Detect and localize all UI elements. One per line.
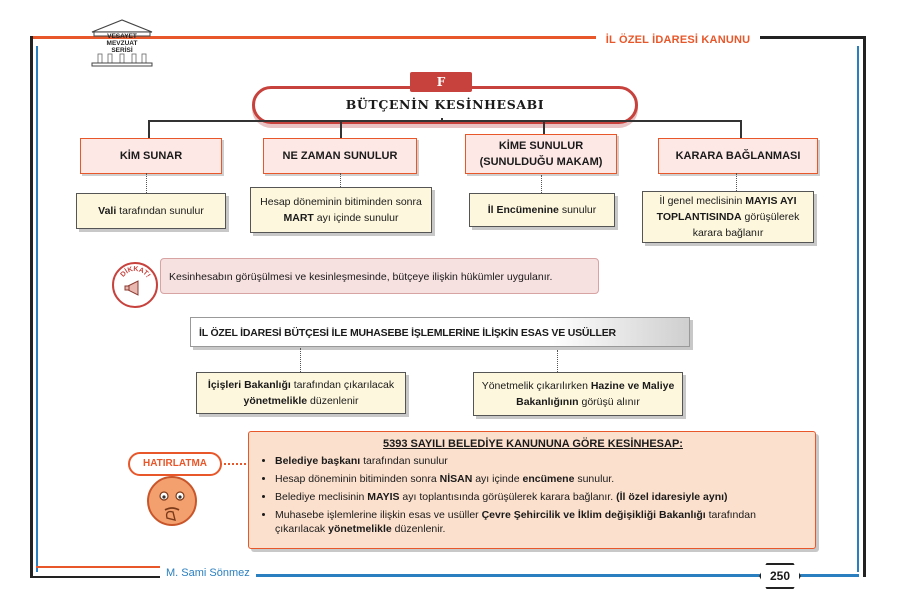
esas-left-detail: İçişleri Bakanlığı tarafından çıkarılaca…: [196, 372, 406, 414]
logo-line-1: VESAYET: [107, 33, 137, 40]
esas-right-detail: Yönetmelik çıkarılırken Hazine ve Maliye…: [473, 372, 683, 416]
frame-left-blue: [36, 46, 38, 572]
hatirlatma-item-part: sunulur.: [574, 473, 615, 485]
frame-top-dark: [760, 36, 866, 39]
hatirlatma-item-part: düzenlenir.: [391, 523, 446, 535]
detail-3-post: sunulur: [558, 204, 597, 216]
detail-1-bold: Vali: [98, 205, 117, 217]
detail-1-rest: tarafından sunulur: [116, 205, 204, 217]
esas-left-bold1: İçişleri Bakanlığı: [207, 379, 291, 391]
detail-ne-zaman: Hesap döneminin bitiminden sonra MART ay…: [250, 187, 432, 233]
tree-bar: [148, 120, 740, 122]
detail-karara: İl genel meclisinin MAYIS AYI TOPLANTISI…: [642, 191, 814, 243]
tree-drop-4: [740, 120, 742, 138]
connector-2: [340, 173, 341, 187]
connector-1: [146, 173, 147, 193]
series-logo: VESAYET MEVZUAT SERİSİ: [86, 18, 158, 68]
detail-2-pre: Hesap döneminin bitiminden sonra: [260, 196, 422, 208]
tree-drop-2: [340, 120, 342, 138]
frame-bottom-orange: [36, 566, 160, 568]
building-icon: [91, 19, 153, 67]
hatirlatma-box: 5393 SAYILI BELEDİYE KANUNUNA GÖRE KESİN…: [248, 431, 816, 549]
heading-shade: [549, 318, 689, 346]
hatirlatma-item-part: MAYIS: [367, 491, 400, 503]
tree-drop-3: [543, 120, 545, 138]
frame-right-dark: [863, 36, 866, 577]
hatirlatma-item-part: (İl özel idaresiyle aynı): [616, 491, 728, 503]
detail-kime-sunulur: İl Encümenine sunulur: [469, 193, 615, 227]
hatirlatma-label: HATIRLATMA: [128, 452, 222, 476]
hatirlatma-item-part: Belediye başkanı: [275, 455, 361, 467]
detail-3-bold: İl Encümenine: [487, 204, 559, 216]
esas-left-post: düzenlenir: [307, 395, 359, 407]
dikkat-badge: DİKKAT!: [112, 262, 158, 308]
esas-connector-left: [300, 348, 301, 372]
heading-kim-sunar: KİM SUNAR: [80, 138, 222, 174]
page-number: 250: [759, 563, 801, 589]
logo-line-3: SERİSİ: [111, 47, 133, 54]
section-badge: F: [410, 72, 472, 92]
hatirlatma-item-part: yönetmelikle: [328, 523, 392, 535]
hatirlatma-item-part: Muhasebe işlemlerine ilişkin esas ve usü…: [275, 509, 482, 521]
dikkat-label: DİKKAT!: [119, 266, 151, 279]
author-name: M. Sami Sönmez: [162, 567, 254, 579]
esas-left-mid: tarafından çıkarılacak: [290, 379, 395, 391]
heading-karara: KARARA BAĞLANMASI: [658, 138, 818, 174]
hatirlatma-item: Belediye meclisinin MAYIS ayı toplantısı…: [275, 490, 803, 504]
dikkat-text: Kesinhesabın görüşülmesi ve kesinleşmesi…: [160, 258, 599, 294]
hatirlatma-dots: [220, 463, 246, 465]
header-title: İL ÖZEL İDARESİ KANUNU: [598, 30, 758, 50]
hatirlatma-item-part: tarafından çıkarılacak: [275, 509, 756, 535]
detail-4-pre: İl genel meclisinin: [659, 195, 746, 207]
frame-right-blue: [857, 46, 859, 572]
frame-left-dark: [30, 36, 33, 577]
frame-bottom-right-blue: [797, 574, 859, 577]
esas-heading: İL ÖZEL İDARESİ BÜTÇESİ İLE MUHASEBE İŞL…: [199, 327, 616, 339]
hatirlatma-item-part: NİSAN: [439, 473, 473, 485]
esas-right-post: görüşü alınır: [578, 396, 640, 408]
hatirlatma-item: Hesap döneminin bitiminden sonra NİSAN a…: [275, 472, 803, 486]
detail-kim-sunar: Vali tarafından sunulur: [76, 193, 226, 229]
frame-top-orange: [30, 36, 596, 39]
connector-4: [736, 173, 737, 191]
megaphone-icon: DİKKAT!: [119, 266, 151, 296]
hatirlatma-item-part: ayı toplantısında görüşülerek karara bağ…: [399, 491, 617, 503]
hatirlatma-item-part: Çevre Şehircilik ve İklim değişikliği Ba…: [481, 509, 706, 521]
svg-text:DİKKAT!: DİKKAT!: [119, 266, 151, 279]
frame-bottom-blue: [256, 574, 762, 577]
heading-kime-sunulur: KİME SUNULUR (SUNULDUĞU MAKAM): [465, 134, 617, 174]
section-title: BÜTÇENİN KESİNHESABI: [252, 86, 638, 124]
connector-3: [541, 175, 542, 193]
hatirlatma-item-part: Belediye meclisinin: [275, 491, 368, 503]
esas-right-bold: Hazine ve Maliye Bakanlığının: [516, 380, 675, 408]
hatirlatma-list: Belediye başkanı tarafından sunulurHesap…: [263, 454, 803, 536]
tree-drop-1: [148, 120, 150, 138]
hatirlatma-item: Belediye başkanı tarafından sunulur: [275, 454, 803, 468]
hatirlatma-item: Muhasebe işlemlerine ilişkin esas ve usü…: [275, 508, 803, 536]
hatirlatma-item-part: encümene: [522, 473, 575, 485]
detail-2-bold: MART: [283, 212, 314, 224]
detail-4-post: görüşülerek karara bağlanır: [692, 211, 800, 239]
thinking-face-icon: [147, 476, 197, 526]
esas-connector-right: [557, 350, 558, 372]
logo-line-2: MEVZUAT: [106, 40, 138, 47]
detail-4-bold: MAYIS AYI TOPLANTISINDA: [656, 195, 797, 223]
hatirlatma-item-part: Hesap döneminin bitiminden sonra: [275, 473, 440, 485]
esas-left-bold2: yönetmelikle: [243, 395, 308, 407]
heading-ne-zaman: NE ZAMAN SUNULUR: [263, 138, 417, 174]
hatirlatma-item-part: ayı içinde: [472, 473, 523, 485]
hatirlatma-title: 5393 SAYILI BELEDİYE KANUNUNA GÖRE KESİN…: [383, 438, 683, 450]
hatirlatma-item-part: tarafından sunulur: [360, 455, 448, 467]
detail-2-post: ayı içinde sunulur: [313, 212, 399, 224]
frame-bottom-dark: [30, 576, 160, 578]
esas-right-pre: Yönetmelik çıkarılırken: [481, 380, 591, 392]
esas-heading-box: İL ÖZEL İDARESİ BÜTÇESİ İLE MUHASEBE İŞL…: [190, 317, 690, 347]
